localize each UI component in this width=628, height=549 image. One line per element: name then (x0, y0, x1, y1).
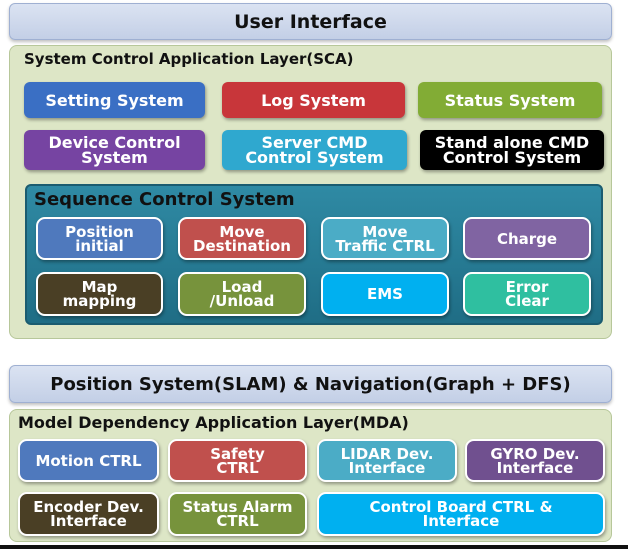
device-control-system-box: Device Control System (24, 130, 205, 170)
mda-gyro-dev-interface-button[interactable]: GYRO Dev. Interface (465, 439, 605, 482)
position-system-label: Position System(SLAM) & Navigation(Graph… (50, 373, 571, 395)
mda-motion-ctrl-button[interactable]: Motion CTRL (18, 439, 159, 482)
mda-lidar-dev-interface-button[interactable]: LIDAR Dev. Interface (317, 439, 457, 482)
seq-position-initial-button[interactable]: Position initial (36, 217, 163, 260)
mda-layer-title: Model Dependency Application Layer(MDA) (18, 413, 409, 432)
seq-move-traffic-ctrl-button[interactable]: Move Traffic CTRL (321, 217, 449, 260)
seq-move-destination-button[interactable]: Move Destination (178, 217, 306, 260)
mda-status-alarm-ctrl-button[interactable]: Status Alarm CTRL (168, 492, 307, 536)
mda-control-board-ctrl-interface-button[interactable]: Control Board CTRL & Interface (317, 492, 605, 536)
setting-system-box: Setting System (24, 82, 205, 118)
seq-map-mapping-button[interactable]: Map mapping (36, 272, 163, 316)
seq-charge-button[interactable]: Charge (463, 217, 591, 260)
mda-safety-ctrl-button[interactable]: Safety CTRL (168, 439, 307, 482)
seq-load-unload-button[interactable]: Load /Unload (178, 272, 306, 316)
seq-error-clear-button[interactable]: Error Clear (463, 272, 591, 316)
status-system-box: Status System (418, 82, 602, 118)
position-system-bar: Position System(SLAM) & Navigation(Graph… (9, 365, 612, 403)
bottom-divider (0, 545, 628, 549)
server-cmd-control-system-box: Server CMD Control System (222, 130, 407, 170)
sca-layer-title: System Control Application Layer(SCA) (24, 50, 354, 68)
user-interface-bar: User Interface (9, 3, 612, 40)
log-system-box: Log System (222, 82, 405, 118)
sequence-control-title: Sequence Control System (34, 189, 295, 210)
standalone-cmd-control-system-box: Stand alone CMD Control System (420, 130, 604, 170)
user-interface-label: User Interface (234, 10, 387, 33)
mda-encoder-dev-interface-button[interactable]: Encoder Dev. Interface (18, 492, 159, 536)
seq-ems-button[interactable]: EMS (321, 272, 449, 316)
